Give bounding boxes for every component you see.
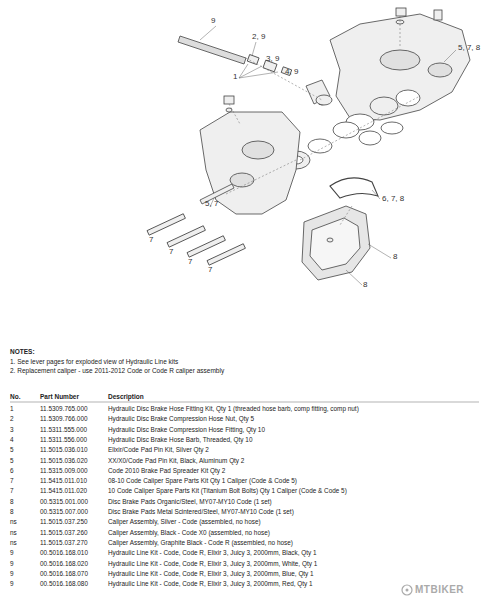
part-number: 11.5311.555.000 [40, 426, 87, 433]
part-number: 11.5015.037.270 [40, 539, 88, 546]
part-description: Hydraulic Disc Brake Hose Barb, Threaded… [108, 436, 252, 443]
part-description: Disc Brake Pads Metal Scintered/Steel, M… [108, 508, 294, 515]
caliper-illustration [147, 8, 470, 280]
item-number: 9 [10, 570, 14, 577]
part-number: 00.5016.168.020 [40, 560, 88, 567]
part-description: Elixir/Code Pad Pin Kit, Silver Qty 2 [108, 446, 209, 453]
part-description: 10 Code Caliper Spare Parts Kit (Titaniu… [108, 487, 347, 494]
callout-number: 8 [393, 252, 397, 261]
table-header: Description [108, 393, 144, 400]
part-description: Hydraulic Line Kit - Code, Code R, Elixi… [108, 580, 313, 587]
item-number: 7 [10, 477, 14, 484]
note-text: NOTES: [10, 348, 35, 355]
callout-number: 7 [169, 247, 173, 256]
part-number: 11.5015.037.260 [40, 529, 88, 536]
callout-leaders [10, 26, 479, 402]
note-text: 1. See lever pages for exploded view of … [10, 358, 178, 365]
part-number: 00.5016.168.010 [40, 549, 88, 556]
part-description: Caliper Assembly, Silver - Code (assembl… [108, 518, 261, 525]
part-number: 11.5015.036.010 [40, 446, 88, 453]
part-number: 11.5015.037.250 [40, 518, 88, 525]
part-number: 11.5311.556.000 [40, 436, 87, 443]
callout-number: 4, 9 [285, 67, 298, 76]
item-number: 7 [10, 487, 14, 494]
part-number: 11.5015.036.020 [40, 457, 88, 464]
item-number: 3 [10, 426, 14, 433]
part-description: Hydraulic Disc Brake Compression Hose Fi… [108, 426, 265, 433]
callout-number: 6, 7, 8 [382, 194, 404, 203]
callout-number: 5, 7 [205, 199, 218, 208]
table-header: No. [10, 393, 20, 400]
item-number: 9 [10, 549, 14, 556]
part-description: 08-10 Code Caliper Spare Parts Kit Qty 1… [108, 477, 297, 484]
part-number: 00.5315.007.000 [40, 508, 88, 515]
part-description: Hydraulic Line Kit - Code, Code R, Elixi… [108, 570, 314, 577]
item-number: ns [10, 518, 17, 525]
callout-number: 1 [233, 72, 237, 81]
part-number: 00.5315.001.000 [40, 498, 88, 505]
leader-lines [226, 16, 420, 225]
item-number: ns [10, 529, 17, 536]
item-number: 9 [10, 560, 14, 567]
callout-number: 7 [208, 265, 212, 274]
table-header: Part Number [40, 393, 79, 400]
callout-number: 5, 7, 8 [458, 43, 480, 52]
item-number: ns [10, 539, 17, 546]
part-number: 11.5415.011.010 [40, 477, 87, 484]
item-number: 5 [10, 446, 14, 453]
callout-number: 8 [363, 280, 367, 289]
part-description: Caliper Assembly, Graphite Black - Code … [108, 539, 293, 546]
item-number: 5 [10, 457, 14, 464]
callout-number: 7 [188, 257, 192, 266]
watermark-icon [402, 585, 412, 595]
item-number: 9 [10, 580, 14, 587]
item-number: 1 [10, 405, 14, 412]
part-description: Hydraulic Line Kit - Code, Code R, Elixi… [108, 549, 317, 556]
part-number: 11.5309.765.000 [40, 405, 88, 412]
part-number: 11.5309.766.000 [40, 415, 88, 422]
part-number: 00.5016.168.070 [40, 570, 88, 577]
part-description: Hydraulic Line Kit - Code, Code R, Elixi… [108, 560, 317, 567]
part-description: XX/X0/Code Pad Pin Kit, Black, Aluminum … [108, 457, 244, 464]
part-description: Caliper Assembly, Black - Code X0 (assem… [108, 529, 270, 536]
callout-number: 9 [211, 16, 215, 25]
callout-number: 7 [149, 235, 153, 244]
note-text: 2. Replacement caliper - use 2011-2012 C… [10, 367, 224, 374]
item-number: 6 [10, 467, 14, 474]
part-description: Hydraulic Disc Brake Hose Fitting Kit, Q… [108, 405, 359, 412]
part-number: 00.5016.168.080 [40, 580, 88, 587]
watermark: MTBIKER [415, 584, 464, 596]
item-number: 8 [10, 498, 14, 505]
callout-number: 2, 9 [252, 32, 265, 41]
part-description: Disc Brake Pads Organic/Steel, MY07-MY10… [108, 498, 272, 505]
item-number: 2 [10, 415, 14, 422]
part-description: Code 2010 Brake Pad Spreader Kit Qty 2 [108, 467, 225, 474]
part-description: Hydraulic Disc Brake Compression Hose Nu… [108, 415, 254, 422]
part-number: 11.5415.011.020 [40, 487, 87, 494]
item-number: 4 [10, 436, 14, 443]
part-number: 11.5315.009.000 [40, 467, 88, 474]
item-number: 8 [10, 508, 14, 515]
callout-number: 3, 9 [266, 54, 279, 63]
